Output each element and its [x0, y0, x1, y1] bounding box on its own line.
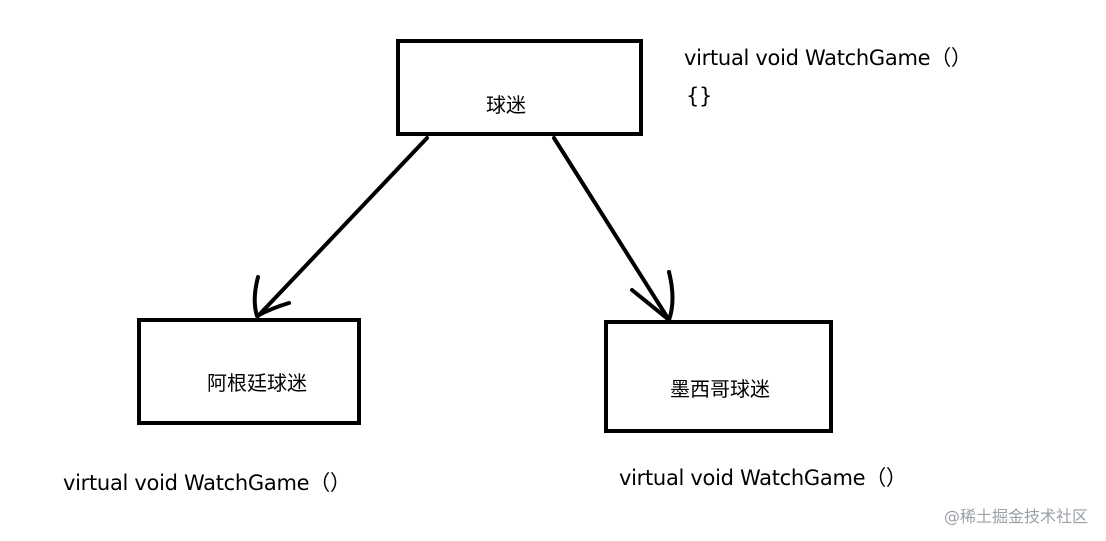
- node-box-argentina: 阿根廷球迷: [137, 318, 361, 425]
- node-label-argentina: 阿根廷球迷: [207, 371, 307, 395]
- node-box-mexico: 墨西哥球迷: [604, 320, 833, 433]
- arrow-parent-to-argentina: [252, 136, 429, 318]
- code-parent-method: virtual void WatchGame（）: [684, 46, 972, 70]
- arrow-line-parent-to-argentina: [256, 136, 429, 318]
- arrow-parent-to-mexico: [552, 136, 675, 322]
- node-box-parent: 球迷: [396, 39, 643, 136]
- code-parent-braces: {}: [686, 84, 713, 108]
- node-label-mexico: 墨西哥球迷: [670, 377, 770, 401]
- code-mexico-method: virtual void WatchGame（）: [619, 466, 907, 490]
- watermark-text: @稀土掘金技术社区: [943, 507, 1088, 526]
- arrow-line-parent-to-mexico: [552, 136, 671, 322]
- code-argentina-method: virtual void WatchGame（）: [63, 471, 351, 495]
- arrowhead-argentina: [252, 275, 291, 318]
- node-label-parent: 球迷: [486, 93, 526, 117]
